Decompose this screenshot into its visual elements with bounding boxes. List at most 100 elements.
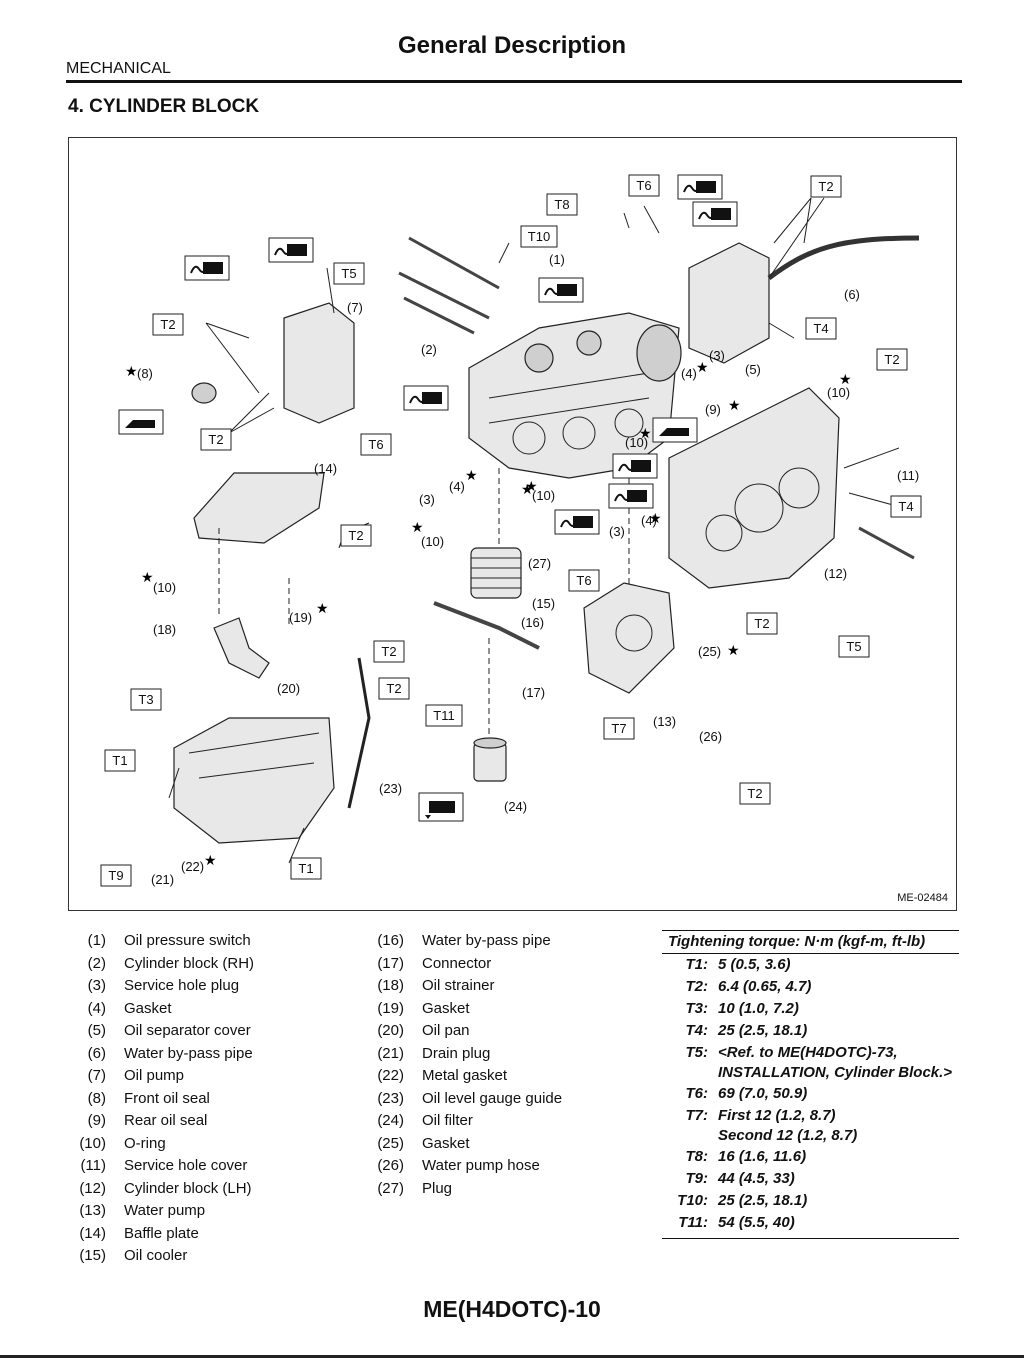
- torque-tag-box: [546, 193, 578, 216]
- legend-number: (1): [87, 932, 106, 949]
- grease-application-icon: [652, 417, 698, 443]
- legend-name: O-ring: [124, 1134, 166, 1152]
- legend-item: (26)Water pump hose: [366, 1155, 540, 1178]
- legend-name: Water pump hose: [422, 1157, 540, 1174]
- oil-application-icon: [538, 277, 584, 303]
- legend-number: (2): [87, 954, 106, 972]
- callout-label: (19): [289, 610, 312, 625]
- oil-application-icon: [403, 385, 449, 411]
- engine-oil-icon: [418, 792, 464, 822]
- callout-label: (9): [705, 402, 721, 417]
- legend-number: (23): [377, 1089, 404, 1107]
- replace-star-icon: ★: [204, 853, 217, 869]
- torque-code: T8:: [685, 1148, 709, 1165]
- torque-value: 6.4 (0.65, 4.7): [718, 978, 812, 995]
- callout-label: (5): [745, 362, 761, 377]
- front-oil-seal-drawing: [191, 382, 217, 404]
- callout-label: (10): [827, 385, 850, 400]
- torque-tag-box: [876, 348, 908, 371]
- oil-cooler-drawing: [470, 547, 522, 599]
- torque-tag-t2: T2: [386, 681, 401, 696]
- torque-tag-box: [378, 677, 410, 700]
- page-number: ME(H4DOTC)-10: [423, 1296, 601, 1322]
- callout-label: (16): [521, 615, 544, 630]
- torque-tag-t4: T4: [813, 321, 828, 336]
- legend-name: Oil pan: [422, 1022, 470, 1039]
- parts-legend-col2: (16)Water by-pass pipe(17)Connector(18)O…: [366, 930, 562, 1201]
- oil-application-icon: [608, 483, 654, 509]
- header-divider: [66, 80, 962, 83]
- oil-pump-drawing: [283, 302, 355, 424]
- legend-item: (18)Oil strainer: [366, 975, 494, 998]
- legend-item: (1)Oil pressure switch: [68, 930, 251, 953]
- legend-number: (3): [87, 977, 106, 994]
- torque-tag-t7: T7: [611, 721, 626, 736]
- torque-tag-box: [810, 175, 842, 198]
- torque-tag-t2: T2: [381, 644, 396, 659]
- torque-tag-box: [340, 524, 372, 547]
- legend-item: (22)Metal gasket: [366, 1065, 507, 1088]
- legend-name: Gasket: [422, 1134, 470, 1152]
- torque-table: Tightening torque: N·m (kgf-m, ft-lb) T1…: [662, 930, 959, 1239]
- legend-name: Gasket: [422, 999, 470, 1017]
- callout-label: (10): [153, 580, 176, 595]
- legend-number: (24): [377, 1112, 404, 1129]
- callout-label: (25): [698, 644, 721, 659]
- callout-label: (22): [181, 859, 204, 874]
- legend-item: (7)Oil pump: [68, 1065, 184, 1088]
- legend-item: (3)Service hole plug: [68, 975, 239, 998]
- legend-number: (17): [377, 954, 404, 972]
- callout-label: (10): [421, 534, 444, 549]
- callout-label: (10): [532, 488, 555, 503]
- torque-tag-box: [290, 857, 322, 880]
- torque-tag-box: [520, 225, 558, 248]
- legend-name: Oil separator cover: [124, 1022, 251, 1039]
- callout-label: (24): [504, 799, 527, 814]
- torque-tag-box: [360, 433, 392, 456]
- legend-number: (16): [377, 932, 404, 949]
- torque-tag-t6: T6: [368, 437, 383, 452]
- torque-tag-box: [838, 635, 870, 658]
- legend-name: Oil pump: [124, 1067, 185, 1084]
- legend-name: Water by-pass pipe: [124, 1044, 253, 1062]
- legend-name: Service hole cover: [124, 1157, 248, 1174]
- torque-tag-t10: T10: [528, 229, 550, 244]
- legend-item: (15)Oil cooler: [68, 1245, 187, 1268]
- legend-name: Oil strainer: [422, 977, 495, 994]
- legend-name: Metal gasket: [422, 1067, 508, 1084]
- replace-star-icon: ★: [649, 511, 662, 527]
- torque-row: T11:54 (5.5, 40): [662, 1212, 959, 1234]
- torque-code: T11:: [678, 1214, 708, 1231]
- legend-number: (20): [377, 1022, 404, 1039]
- legend-number: (19): [377, 999, 404, 1017]
- torque-code: T7:: [685, 1107, 709, 1124]
- replace-star-icon: ★: [727, 643, 740, 659]
- legend-name: Gasket: [124, 999, 172, 1017]
- callout-label: (17): [522, 685, 545, 700]
- legend-name: Water pump: [124, 1202, 206, 1219]
- legend-number: (14): [79, 1224, 106, 1242]
- torque-row: T2:6.4 (0.65, 4.7): [662, 976, 959, 998]
- torque-code: T3:: [685, 1000, 709, 1017]
- torque-value: 69 (7.0, 50.9): [718, 1085, 808, 1102]
- torque-tag-box: [425, 704, 463, 727]
- torque-heading: Tightening torque: N·m (kgf-m, ft-lb): [662, 930, 959, 954]
- torque-row: T3:10 (1.0, 7.2): [662, 998, 959, 1020]
- legend-number: (4): [87, 999, 106, 1017]
- callout-label: (12): [824, 566, 847, 581]
- diagram-canvas: T1T1T2T2T2T2T2T2T2T2T2T3T4T4T5T5T6T6T6T7…: [100, 174, 922, 887]
- legend-number: (9): [87, 1112, 106, 1129]
- callout-label: (27): [528, 556, 551, 571]
- oil-application-icon: [612, 453, 658, 479]
- callout-label: (14): [314, 461, 337, 476]
- torque-tag-t6: T6: [576, 573, 591, 588]
- torque-tag-t2: T2: [208, 432, 223, 447]
- rear-oil-seal-drawing: [636, 324, 682, 382]
- legend-item: (25)Gasket: [366, 1133, 469, 1156]
- legend-item: (27)Plug: [366, 1178, 452, 1201]
- torque-tag-t5: T5: [341, 266, 356, 281]
- callout-label: (13): [653, 714, 676, 729]
- legend-number: (6): [87, 1044, 106, 1062]
- replace-star-icon: ★: [521, 482, 534, 498]
- callout-label: (3): [419, 492, 435, 507]
